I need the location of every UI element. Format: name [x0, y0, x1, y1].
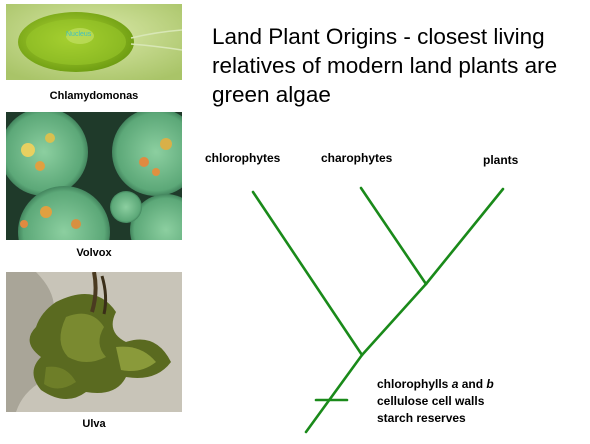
tree-inner-branch [362, 284, 426, 355]
shared-traits: chlorophylls a and b cellulose cell wall… [377, 376, 494, 427]
tree-plants-branch [426, 189, 503, 284]
tree-root-branch [306, 355, 362, 432]
trait-cell-walls: cellulose cell walls [377, 393, 494, 410]
trait-chlorophylls: chlorophylls a and b [377, 376, 494, 393]
trait-chlorophyll-b: b [486, 377, 493, 391]
trait-chlorophylls-text: chlorophylls [377, 377, 452, 391]
tree-chlorophytes-branch [253, 192, 362, 355]
tree-charophytes-branch [361, 188, 426, 284]
trait-starch: starch reserves [377, 410, 494, 427]
trait-and-text: and [458, 377, 486, 391]
